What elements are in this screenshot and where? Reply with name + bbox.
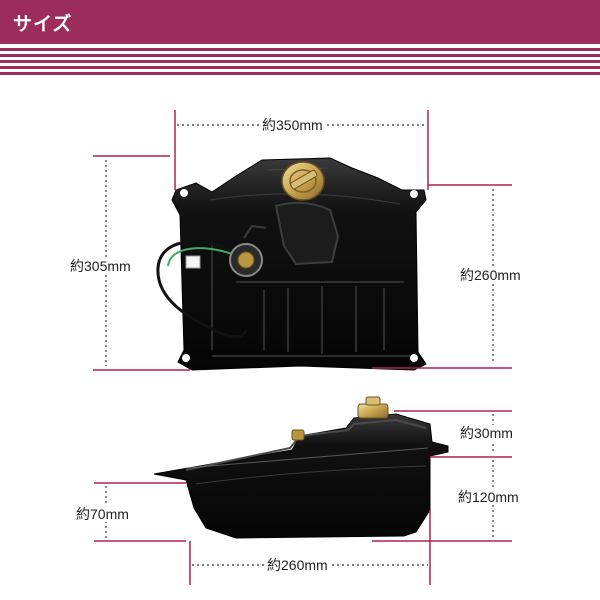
fuel-sender [291, 429, 305, 441]
tank-top-view [156, 157, 427, 371]
header-stripes [0, 44, 600, 78]
mount-hole [410, 190, 418, 198]
dimension-top-right-height: 約260mm [458, 267, 523, 283]
tank-side-view [153, 396, 449, 539]
dimension-top-width: 約350mm [260, 117, 325, 133]
mount-hole [410, 354, 418, 362]
mount-hole [182, 354, 190, 362]
section-header: サイズ [0, 0, 600, 44]
extension-lines [93, 110, 512, 585]
fuel-cap [281, 161, 325, 201]
dimension-side-bottom: 約260mm [265, 557, 330, 573]
section-title: サイズ [13, 14, 73, 35]
fuel-sender [156, 224, 267, 339]
dimension-top-height: 約305mm [68, 258, 133, 274]
fuel-cap [357, 396, 389, 419]
dimension-side-total: 約120mm [456, 489, 521, 505]
dimension-side-cap: 約30mm [458, 425, 515, 441]
dimension-side-left: 約70mm [74, 506, 131, 522]
mount-hole [180, 189, 188, 197]
